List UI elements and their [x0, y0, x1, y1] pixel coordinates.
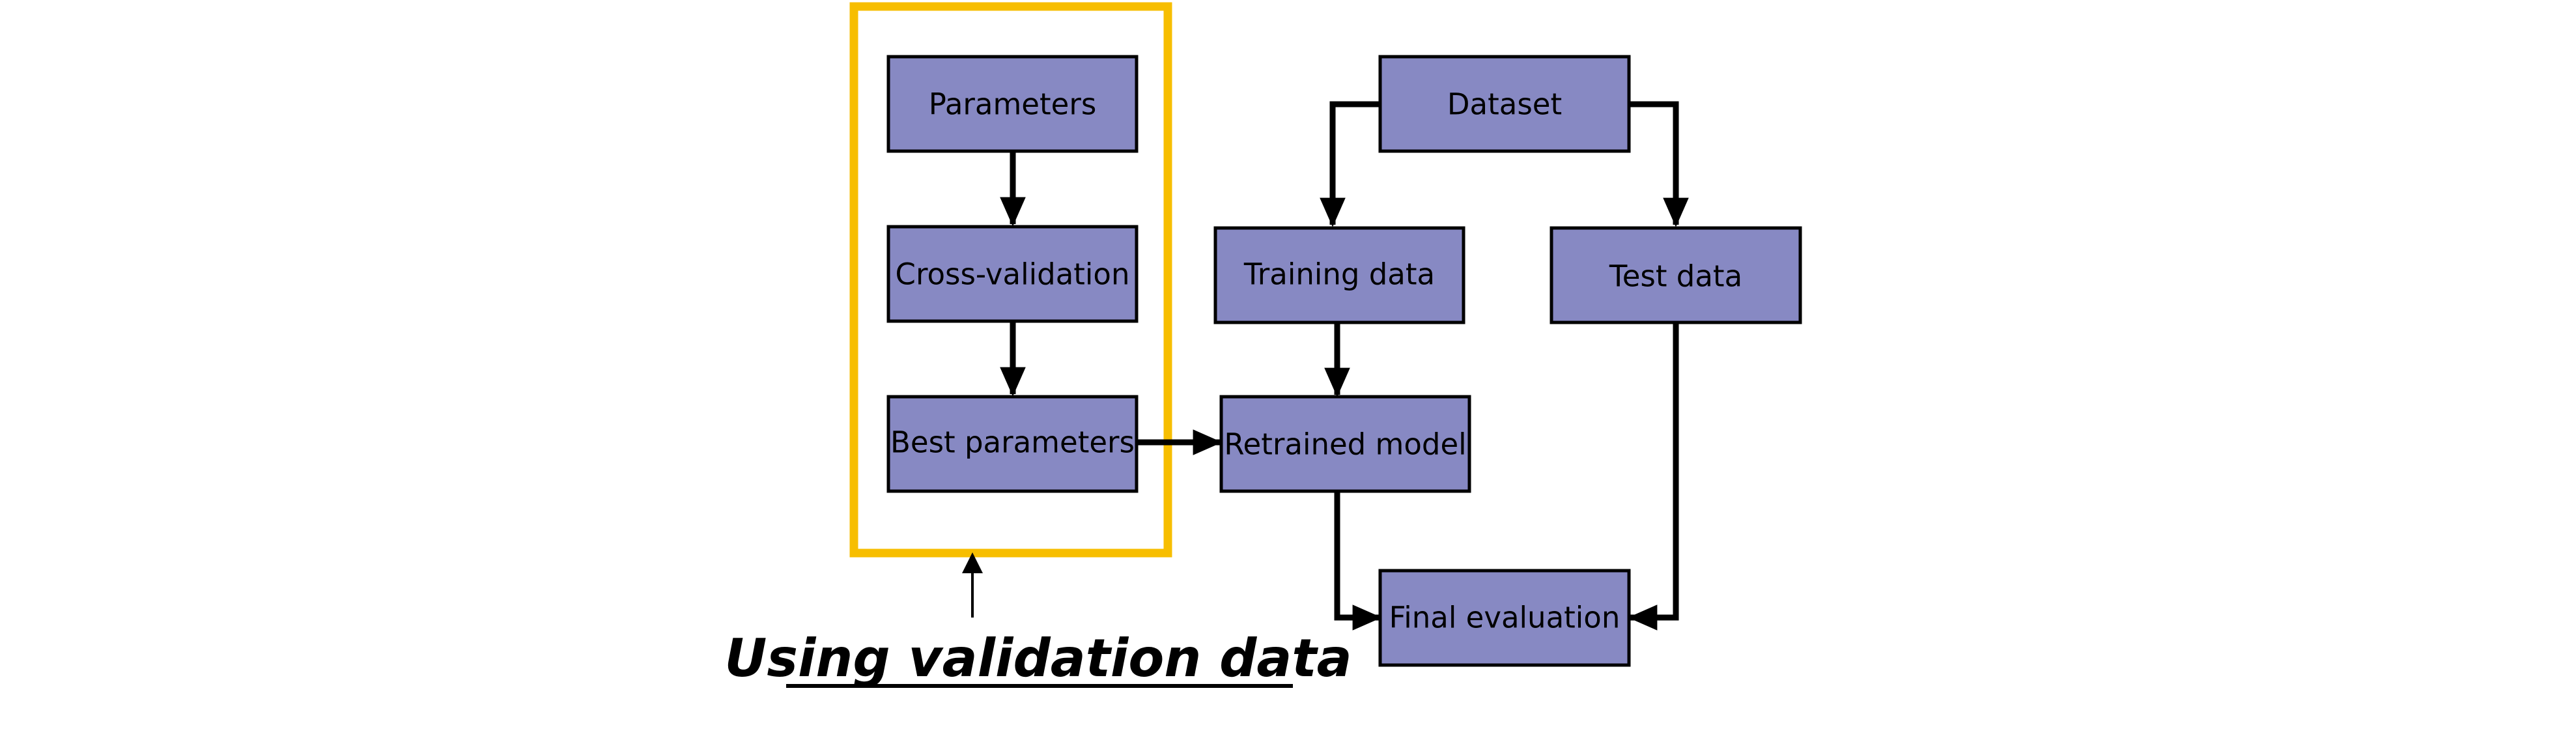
validation-caption: Using validation data	[724, 628, 1352, 689]
validation-highlight-frame	[849, 2, 1172, 558]
node-final-evaluation: Final evaluation	[1378, 569, 1631, 667]
node-training-data: Training data	[1213, 226, 1465, 324]
edge-test-data-to-final-evaluation	[1628, 323, 1679, 631]
node-retrained-model: Retrained model	[1219, 395, 1471, 493]
node-cross-validation: Cross-validation	[886, 225, 1139, 323]
node-dataset-label: Dataset	[1447, 87, 1562, 122]
node-cross-validation-label: Cross-validation	[896, 257, 1130, 292]
node-test-data: Test data	[1550, 226, 1802, 324]
node-best-parameters-label: Best parameters	[890, 425, 1135, 460]
node-training-data-label: Training data	[1243, 257, 1435, 292]
node-final-evaluation-label: Final evaluation	[1389, 601, 1621, 635]
node-test-data-label: Test data	[1609, 259, 1742, 294]
node-dataset: Dataset	[1378, 55, 1631, 153]
edges	[962, 101, 1689, 631]
node-parameters-label: Parameters	[929, 87, 1097, 122]
node-best-parameters: Best parameters	[886, 395, 1139, 493]
edge-dataset-to-test-data	[1630, 101, 1689, 227]
node-parameters: Parameters	[886, 55, 1139, 153]
node-retrained-model-label: Retrained model	[1224, 427, 1466, 462]
edge-dataset-to-training-data	[1320, 101, 1380, 227]
edge-retrained-model-to-final-evaluation	[1334, 491, 1382, 631]
